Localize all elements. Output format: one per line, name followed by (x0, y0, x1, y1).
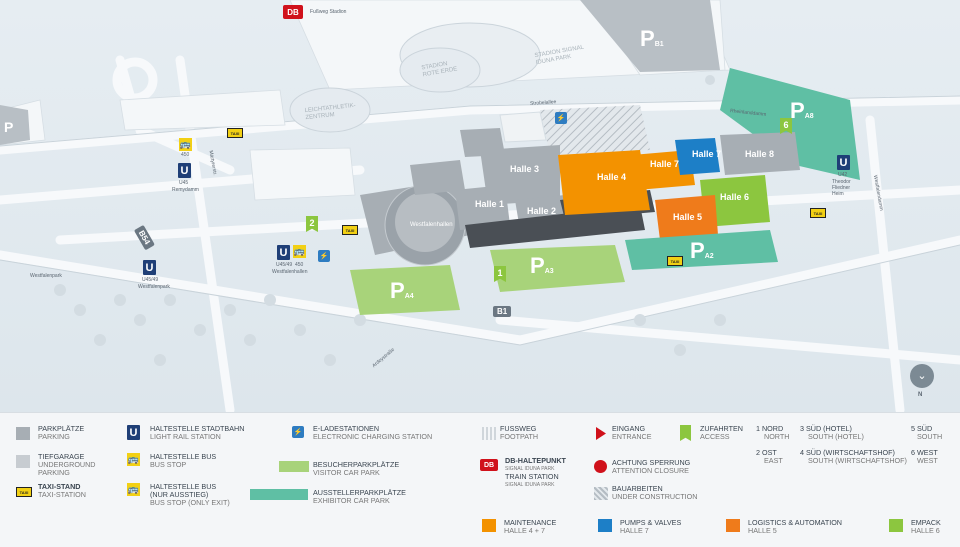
hall-7b-label[interactable]: Halle 7 (692, 149, 722, 159)
ev-charging-icon: ⚡ (292, 426, 304, 438)
hall-8-label[interactable]: Halle 8 (745, 149, 775, 159)
parking-a2-label[interactable]: PA2 (690, 238, 714, 263)
bus-stop-icon: 🚌 (127, 453, 140, 466)
venue-map[interactable]: DB Fußweg Stadion STADION SIGNAL IDUNA P… (0, 0, 960, 412)
stop-westfalenpark-name: Westfalenpark (138, 284, 170, 290)
db-station-icon: DB (480, 459, 498, 471)
stop-remydamm-line: U45 (179, 180, 189, 186)
bus-stop-icon[interactable]: 🚌 (179, 138, 192, 151)
bus-stop-icon[interactable]: 🚌 (293, 245, 306, 258)
ev-charging-icon[interactable]: ⚡ (318, 250, 330, 262)
taxi-icon: TAXI (16, 487, 32, 497)
access-1-flag[interactable]: 1 (494, 266, 506, 282)
taxi-icon[interactable]: TAXI (342, 225, 358, 235)
construction-icon (594, 487, 608, 500)
light-rail-icon: U (127, 425, 140, 440)
legend-bus-exit: HALTESTELLE BUS (NUR AUSSTIEG)BUS STOP (… (150, 482, 230, 507)
pumps-swatch (598, 519, 612, 532)
light-rail-icon[interactable]: U (277, 245, 290, 260)
westfalenpark-direction: Westfalenpark (30, 273, 62, 279)
hall-3-label[interactable]: Halle 3 (510, 164, 540, 174)
access-2-flag[interactable]: 2 (306, 216, 318, 232)
logistics-swatch (726, 519, 740, 532)
map-drawing (0, 0, 960, 366)
closure-icon (594, 460, 607, 473)
hall-5-label[interactable]: Halle 5 (673, 212, 703, 222)
footpath-swatch (482, 427, 496, 440)
access-6-flag[interactable]: 6 (780, 118, 792, 134)
stop-theodor-line: U42 (838, 172, 848, 178)
exhibitor-parking-swatch (250, 489, 308, 500)
compass-label: N (918, 392, 923, 398)
hall-2-label[interactable]: Halle 2 (527, 206, 557, 216)
compass-icon: ⌄ (910, 364, 934, 388)
entrance-icon (596, 427, 606, 440)
taxi-icon[interactable]: TAXI (667, 256, 683, 266)
parking-b1-label[interactable]: PB1 (640, 26, 664, 51)
stop-remydamm-name: Remydamm (172, 187, 199, 193)
hall-6-label[interactable]: Halle 6 (720, 192, 750, 202)
road-b1-label: B1 (493, 306, 512, 317)
stop-westfalenhallen-line: U45/49 (276, 262, 293, 268)
bus-exit-icon: 🚌 (127, 483, 140, 496)
parking-a8-label[interactable]: PA8 (790, 98, 814, 123)
light-rail-icon[interactable]: U (837, 155, 850, 170)
parking-left-label[interactable]: P (4, 119, 14, 135)
parking-a4-label[interactable]: PA4 (390, 278, 414, 303)
direction-3: 3 SÜD (HOTEL)SOUTH (HOTEL) (800, 424, 864, 441)
ev-charging-icon[interactable]: ⚡ (555, 112, 567, 124)
parking-swatch (16, 427, 30, 440)
hall-7-label[interactable]: Halle 7 (650, 159, 680, 169)
taxi-icon[interactable]: TAXI (810, 208, 826, 218)
stop-westfalenhallen-name: Westfalenhallen (272, 269, 308, 275)
parking-a3-label[interactable]: PA3 (530, 253, 554, 278)
bus-450b-label: 450 (295, 262, 304, 268)
db-station-icon[interactable]: DB (283, 5, 303, 19)
stop-theodor-name: Theodor Fliedner Heim (832, 179, 851, 197)
underground-swatch (16, 455, 30, 468)
db-footpath-label: Fußweg Stadion (310, 9, 347, 15)
maintenance-swatch (482, 519, 496, 532)
direction-4: 4 SÜD (WIRTSCHAFTSHOF)SOUTH (WIRTSCHAFTS… (800, 448, 907, 465)
taxi-icon[interactable]: TAXI (227, 128, 243, 138)
light-rail-icon[interactable]: U (178, 163, 191, 178)
hall-1-label[interactable]: Halle 1 (475, 199, 505, 209)
westfalenhalle-label: Westfalenhallen (410, 222, 453, 228)
access-flag-icon (680, 425, 691, 441)
visitor-parking-swatch (279, 461, 309, 472)
bus-450-label: 450 (181, 152, 190, 158)
hall-4-label[interactable]: Halle 4 (597, 172, 627, 182)
stop-westfalenpark-line: U45/49 (142, 277, 159, 283)
light-rail-icon[interactable]: U (143, 260, 156, 275)
empack-swatch (889, 519, 903, 532)
